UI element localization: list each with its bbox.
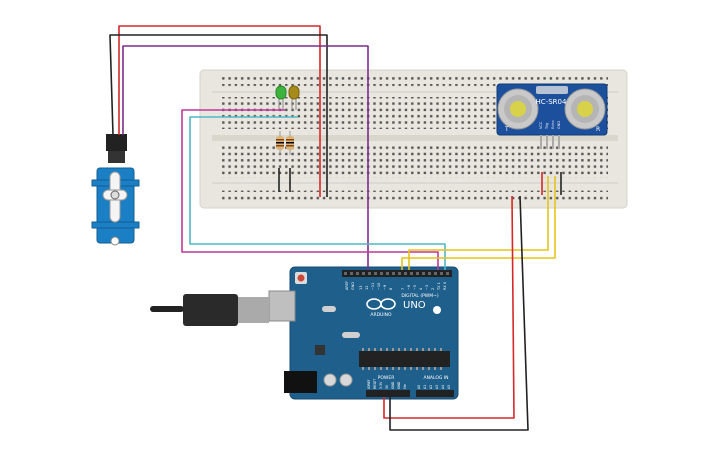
sensor-transducer-right (564, 88, 606, 130)
breadboard-bottom-rail-1 (222, 187, 608, 192)
usb-port (268, 290, 296, 322)
breadboard-lower-terminals (222, 146, 608, 178)
sensor-transducer-left (497, 88, 539, 130)
sensor-pin-vcc: VCC (539, 121, 543, 129)
wire-servo-ground[interactable] (109, 34, 328, 197)
pin-label-a5: A5 (447, 385, 451, 389)
pin-label-a3: A3 (435, 385, 439, 389)
pin-label-a4: A4 (441, 385, 445, 389)
pin-label-reset: RESET (373, 379, 377, 389)
pin-label-2: 2 (431, 288, 435, 290)
wire-led-yellow[interactable] (189, 116, 446, 270)
aref-label: AREF (345, 281, 349, 290)
pin-label-6: ~6 (407, 285, 411, 290)
digital-header-label: DIGITAL (PWM~) (401, 293, 439, 299)
pin-label-11: ~11 (371, 283, 375, 290)
arduino-logo (366, 298, 396, 310)
pin-label-4: 4 (419, 287, 423, 290)
sensor-mark-t: T (504, 126, 509, 133)
pin-label-9: ~9 (383, 285, 387, 290)
digital-pin-labels: 13 12 ~11 ~10 ~9 8 7 ~6 ~5 4 ~3 2 TX 1 R… (359, 282, 447, 291)
sensor-pin-echo: Echo (551, 121, 555, 130)
sensor-pin-trig: Trig (545, 123, 549, 130)
sensor-pin-gnd: GND (557, 121, 561, 129)
servo-horn[interactable] (102, 171, 128, 223)
pin-label-3: ~3 (425, 285, 429, 290)
pin-label-13: 13 (359, 286, 363, 290)
resistor-2[interactable] (286, 131, 294, 155)
servo-motor[interactable] (91, 134, 140, 246)
pin-label-a2: A2 (429, 385, 433, 389)
pin-label-rx: RX 0 (443, 282, 447, 290)
analog-pin-labels: A0 A1 A2 A3 A4 A5 (417, 385, 451, 389)
breadboard-top-rail-2 (222, 84, 608, 89)
analog-header-label: ANALOG IN (423, 375, 448, 381)
sensor-mark-r: R (596, 126, 600, 133)
resistor-1[interactable] (276, 131, 284, 155)
wire-gnd[interactable] (389, 195, 529, 431)
breadboard-bottom-rail-2 (222, 195, 608, 200)
brand-label: ARDUINO (370, 312, 392, 318)
breadboard-center-channel (212, 135, 618, 141)
pin-label-5v: 5V (385, 384, 389, 389)
pin-label-10: ~10 (377, 283, 381, 290)
breadboard-top-rail-1 (222, 76, 608, 81)
wire-sensor-trig[interactable] (408, 176, 549, 270)
pin-label-12: 12 (365, 286, 369, 290)
power-jack (284, 371, 317, 393)
gnd-label: GND (351, 282, 355, 290)
pin-label-vin: Vin (403, 384, 407, 389)
sensor-pin-labels: VCC Trig Echo GND (539, 121, 561, 131)
pin-label-7: 7 (401, 288, 405, 290)
power-header-label: POWER (378, 375, 395, 381)
sensor-label: HC-SR04 (536, 98, 567, 106)
power-pin-labels: IOREF RESET 3.3V 5V GND GND Vin (367, 379, 407, 389)
pin-label-5: ~5 (413, 285, 417, 290)
pin-label-ioref: IOREF (367, 379, 371, 389)
pin-label-8: 8 (389, 288, 393, 290)
pin-label-3v3: 3.3V (379, 381, 383, 389)
power-header (366, 390, 410, 397)
pin-label-tx: TX 1 (437, 282, 441, 291)
pin-label-gnd-2: GND (397, 381, 401, 389)
usb-cable (150, 294, 269, 326)
led-green[interactable] (275, 85, 287, 110)
arduino-uno-board[interactable]: AREF GND 13 12 ~11 ~10 ~9 8 7 ~6 ~5 4 ~3… (268, 266, 459, 400)
digital-header (342, 270, 452, 277)
led-yellow[interactable] (288, 85, 300, 110)
microcontroller-chip (359, 351, 450, 367)
pin-label-gnd-1: GND (391, 381, 395, 389)
wire-sensor-echo[interactable] (401, 176, 556, 270)
analog-header (416, 390, 454, 397)
wire-servo-signal[interactable] (122, 45, 369, 270)
pin-label-a0: A0 (417, 385, 421, 389)
wire-5v-power[interactable] (383, 195, 515, 419)
ultrasonic-sensor[interactable]: HC-SR04 T R VCC Trig Echo GND (496, 83, 608, 149)
pin-label-a1: A1 (423, 385, 427, 389)
wire-servo-power[interactable] (118, 25, 321, 197)
model-label: UNO (403, 300, 426, 311)
